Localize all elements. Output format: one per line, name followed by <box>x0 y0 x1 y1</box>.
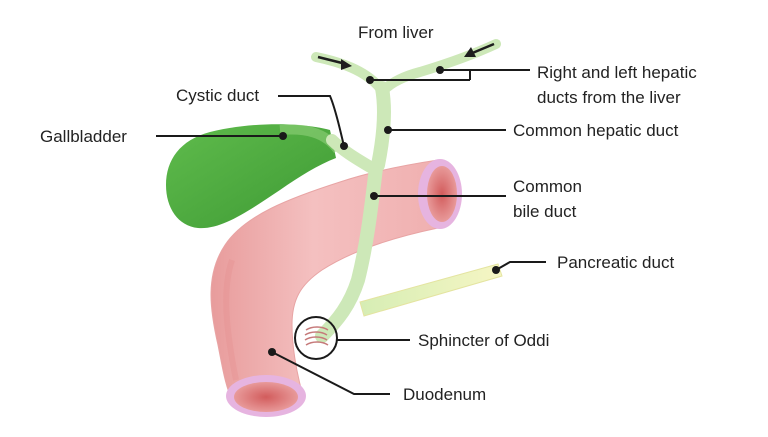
gallbladder-shape <box>166 124 336 229</box>
label-hepatic-ducts-line1: Right and left hepatic <box>537 63 697 82</box>
sphincter-of-oddi-marker <box>294 316 338 360</box>
label-gallbladder: Gallbladder <box>40 127 127 146</box>
pancreatic-duct-shape <box>359 263 503 317</box>
label-sphincter-of-oddi: Sphincter of Oddi <box>418 331 549 350</box>
duodenum-upper-opening <box>418 159 462 229</box>
label-hepatic-ducts-line2: ducts from the liver <box>537 88 681 107</box>
label-pancreatic-duct: Pancreatic duct <box>557 253 674 272</box>
label-cystic-duct: Cystic duct <box>176 86 259 105</box>
label-common-hepatic-duct: Common hepatic duct <box>513 121 679 140</box>
duodenum-shape <box>210 159 439 401</box>
label-from-liver: From liver <box>358 23 434 42</box>
label-common-bile-duct-line2: bile duct <box>513 202 577 221</box>
label-common-bile-duct-line1: Common <box>513 177 582 196</box>
label-duodenum: Duodenum <box>403 385 486 404</box>
flow-arrows <box>317 42 495 70</box>
duodenum-lower-opening <box>226 375 306 417</box>
leader-lines <box>156 66 546 395</box>
